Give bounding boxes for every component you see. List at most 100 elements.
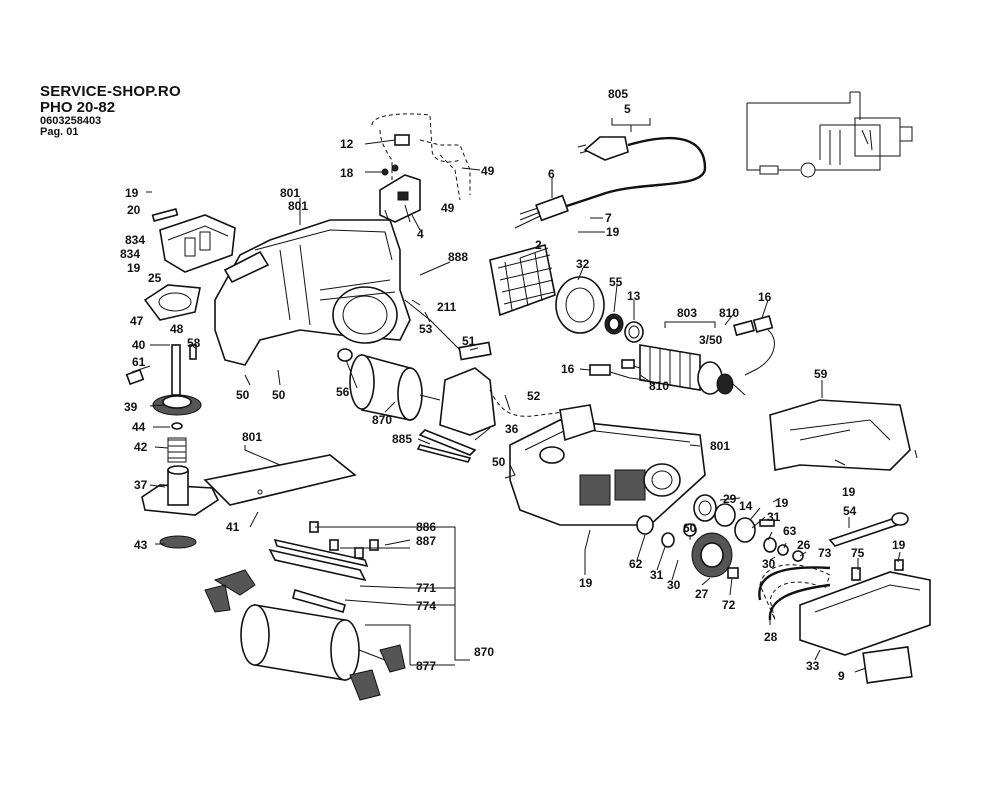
label-73: 73	[818, 546, 832, 560]
label-801-top-b: 801	[288, 199, 308, 213]
label-18: 18	[340, 166, 354, 180]
wrench	[828, 512, 909, 547]
label-774: 774	[416, 599, 436, 613]
label-5: 5	[624, 102, 631, 116]
switch-assembly	[371, 113, 471, 226]
label-49-lower: 49	[441, 201, 455, 215]
label-32: 32	[576, 257, 590, 271]
leader-lines	[131, 139, 918, 673]
label-39: 39	[124, 400, 138, 414]
label-28: 28	[764, 630, 778, 644]
label-801-plate: 801	[242, 430, 262, 444]
label-50-a: 50	[236, 388, 250, 402]
label-47: 47	[130, 314, 144, 328]
label-54: 54	[843, 504, 857, 518]
label-803: 803	[677, 306, 697, 320]
label-42: 42	[134, 440, 148, 454]
cutter-drum	[204, 569, 406, 701]
label-50-b: 50	[272, 388, 286, 402]
label-9: 9	[838, 669, 845, 683]
label-771: 771	[416, 581, 436, 595]
label-3-50: 3/50	[699, 333, 723, 347]
label-53: 53	[419, 322, 433, 336]
label-62: 62	[629, 557, 643, 571]
label-4: 4	[417, 227, 424, 241]
page-number: Pag. 01	[40, 126, 79, 139]
page-header: SERVICE-SHOP.RO PHO 20-82 0603258403 Pag…	[40, 84, 181, 139]
label-41: 41	[226, 520, 240, 534]
label-7: 7	[605, 211, 612, 225]
label-29: 29	[723, 492, 737, 506]
belt-and-cover	[758, 559, 931, 684]
label-63: 63	[783, 524, 797, 538]
label-30-left: 30	[667, 578, 681, 592]
label-48: 48	[170, 322, 184, 336]
label-211: 211	[437, 300, 457, 314]
armature	[589, 315, 775, 396]
label-16-mid: 16	[561, 362, 575, 376]
part-labels: 805 5 12 18 49 49 6 7 19 4 19 801 801 20…	[120, 87, 906, 683]
label-31-left: 31	[650, 568, 664, 582]
depth-adjuster-assembly	[125, 344, 220, 549]
label-834-a: 834	[125, 233, 145, 247]
label-61: 61	[132, 355, 146, 369]
label-49-upper: 49	[481, 164, 495, 178]
label-810-top: 810	[719, 306, 739, 320]
label-20: 20	[127, 203, 141, 217]
label-55: 55	[609, 275, 623, 289]
belt-guard	[769, 399, 911, 471]
label-26: 26	[797, 538, 811, 552]
label-51: 51	[462, 334, 476, 348]
label-25: 25	[148, 271, 162, 285]
label-6: 6	[548, 167, 555, 181]
blade-holder	[268, 521, 379, 613]
label-887: 887	[416, 534, 436, 548]
label-801-lower: 801	[710, 439, 730, 453]
label-19-left: 19	[127, 261, 141, 275]
label-58: 58	[187, 336, 201, 350]
label-870-top: 870	[372, 413, 392, 427]
label-886: 886	[416, 520, 436, 534]
label-31-right: 31	[767, 510, 781, 524]
label-40: 40	[132, 338, 146, 352]
part-code: 0603258403	[40, 114, 102, 127]
label-801-top-a: 801	[280, 186, 300, 200]
label-877: 877	[416, 659, 436, 673]
model-name: PHO 20-82	[40, 98, 116, 116]
wiring-schematic	[746, 91, 913, 178]
base-plate	[203, 454, 357, 506]
label-885: 885	[392, 432, 412, 446]
label-870-bottom: 870	[474, 645, 494, 659]
label-27: 27	[695, 587, 709, 601]
label-50-c: 50	[492, 455, 506, 469]
label-75: 75	[851, 546, 865, 560]
label-19-housing: 19	[579, 576, 593, 590]
label-19-top-left: 19	[125, 186, 139, 200]
label-56: 56	[336, 385, 350, 399]
handle-cover	[143, 208, 236, 321]
pulley-assembly	[636, 494, 804, 579]
site-name: SERVICE-SHOP.RO	[40, 83, 181, 100]
label-834-b: 834	[120, 247, 140, 261]
label-2: 2	[535, 238, 542, 252]
label-19-pulley: 19	[775, 496, 789, 510]
label-43: 43	[134, 538, 148, 552]
label-59: 59	[814, 367, 828, 381]
label-36: 36	[505, 422, 519, 436]
label-805: 805	[608, 87, 628, 101]
label-13: 13	[627, 289, 641, 303]
label-33: 33	[806, 659, 820, 673]
label-16-top: 16	[758, 290, 772, 304]
label-60: 60	[683, 521, 697, 535]
label-30-right: 30	[762, 557, 776, 571]
label-14: 14	[739, 499, 753, 513]
label-810-mid: 810	[649, 379, 669, 393]
stator-assembly	[489, 244, 644, 343]
label-72: 72	[722, 598, 736, 612]
label-37: 37	[134, 478, 148, 492]
motor-housing	[214, 219, 411, 366]
power-cable-assembly	[514, 118, 707, 229]
label-19-cover: 19	[892, 538, 906, 552]
label-52: 52	[527, 389, 541, 403]
